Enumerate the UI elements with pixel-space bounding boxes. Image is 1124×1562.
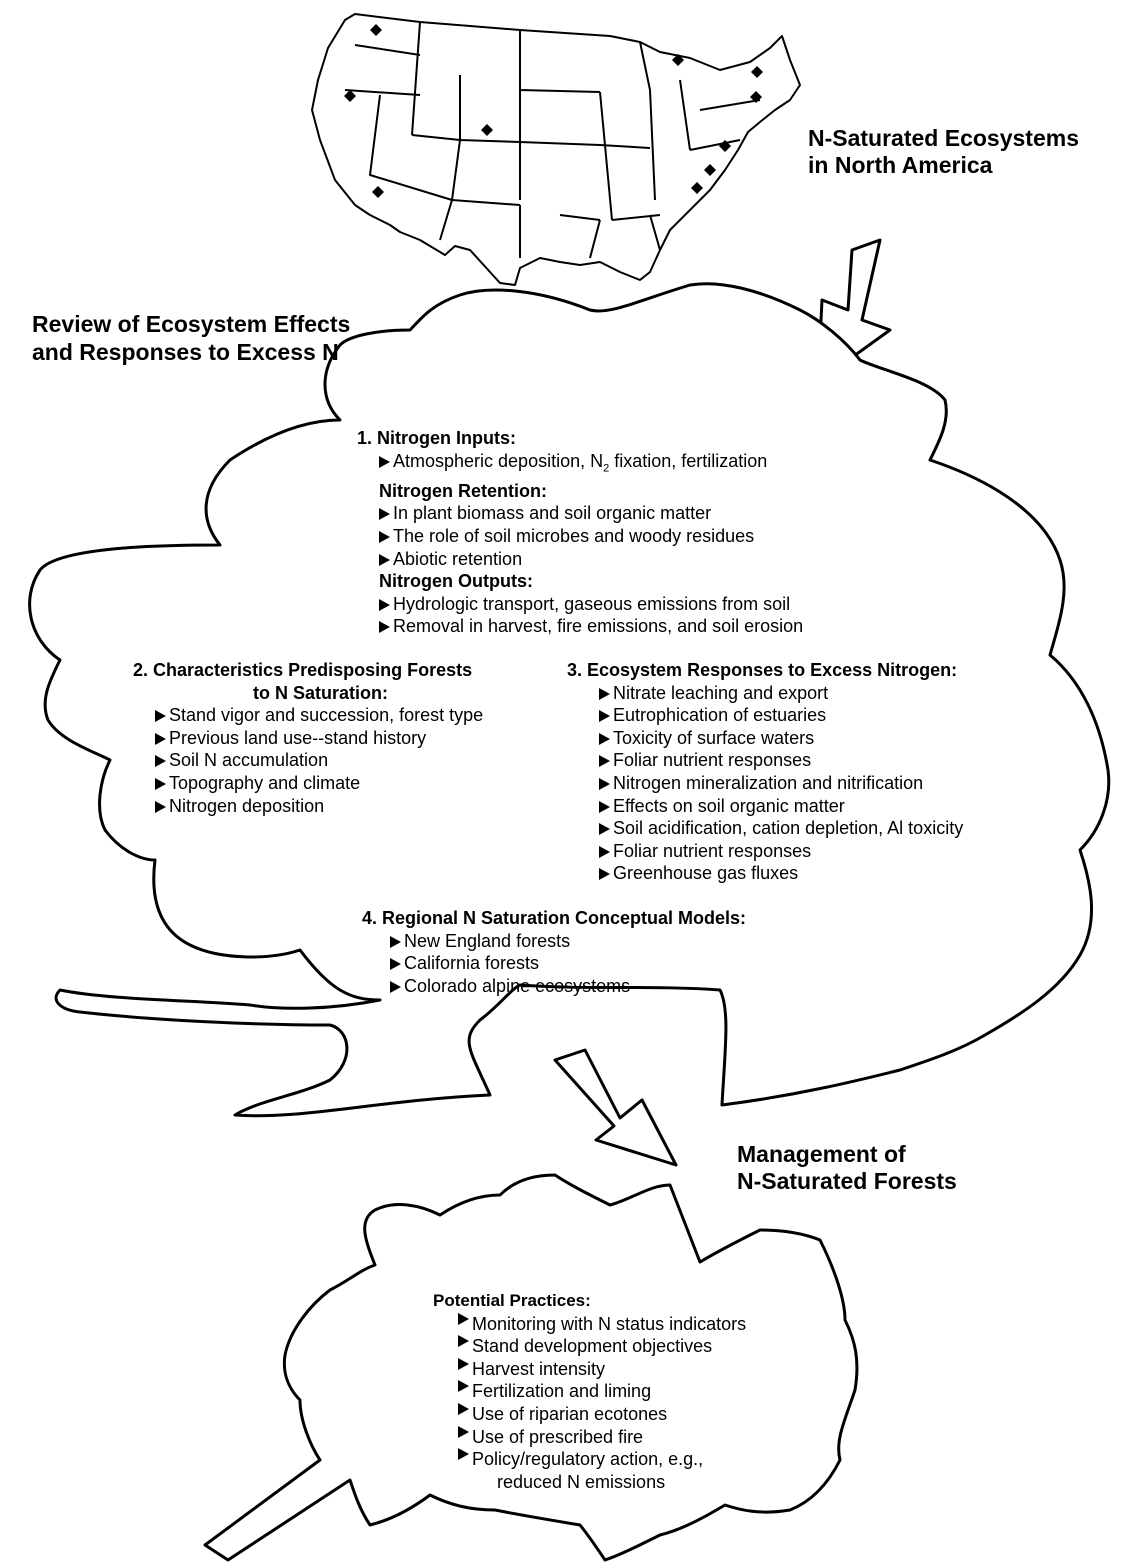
section4-item: Colorado alpine ecosystems [362, 975, 746, 998]
bullet-arrow-icon [379, 553, 390, 566]
section3-item: Eutrophication of estuaries [567, 704, 963, 727]
review-cloud-outline [28, 282, 1111, 1118]
section2-item: Nitrogen deposition [133, 795, 483, 818]
section3-item: Foliar nutrient responses [567, 840, 963, 863]
bullet-arrow-icon [599, 687, 610, 700]
practice-item-continuation: reduced N emissions [497, 1471, 666, 1492]
bullet-arrow-icon [458, 1357, 469, 1370]
bullet-arrow-icon [599, 710, 610, 723]
bullet-arrow-icon [379, 598, 390, 611]
practice-item: Use of prescribed fire [433, 1425, 746, 1449]
bullet-arrow-icon [458, 1380, 469, 1393]
section1-heading: 1. Nitrogen Inputs: [357, 428, 516, 448]
map-title-line1: N-Saturated Ecosystems [808, 125, 1079, 151]
bullet-arrow-icon [155, 777, 166, 790]
bullet-arrow-icon [379, 530, 390, 543]
section3-item: Soil acidification, cation depletion, Al… [567, 817, 963, 840]
section3-item: Nitrate leaching and export [567, 682, 963, 705]
retention-item: In plant biomass and soil organic matter [357, 502, 803, 525]
bullet-arrow-icon [599, 800, 610, 813]
section2-heading-line1: 2. Characteristics Predisposing Forests [133, 660, 473, 680]
bullet-arrow-icon [599, 755, 610, 768]
section2-heading-line2: to N Saturation: [253, 682, 388, 703]
bullet-arrow-icon [599, 823, 610, 836]
section4-item: California forests [362, 952, 746, 975]
section-regional-models: 4. Regional N Saturation Conceptual Mode… [362, 907, 746, 997]
bullet-arrow-icon [599, 732, 610, 745]
bullet-arrow-icon [458, 1335, 469, 1348]
practices-heading: Potential Practices: [433, 1291, 591, 1310]
management-practices: Potential Practices: Monitoring with N s… [433, 1290, 746, 1493]
map-title-line2: in North America [808, 152, 993, 178]
retention-item: Abiotic retention [357, 548, 803, 571]
outputs-item: Removal in harvest, fire emissions, and … [357, 615, 803, 638]
section3-item: Effects on soil organic matter [567, 795, 963, 818]
section-ecosystem-responses: 3. Ecosystem Responses to Excess Nitroge… [567, 659, 963, 885]
bullet-arrow-icon [390, 980, 401, 993]
section-predisposing-characteristics: 2. Characteristics Predisposing Forests … [133, 659, 483, 817]
bullet-arrow-icon [458, 1402, 469, 1415]
bullet-arrow-icon [599, 777, 610, 790]
outputs-heading: Nitrogen Outputs: [379, 571, 533, 592]
bullet-arrow-icon [379, 455, 390, 468]
retention-item: The role of soil microbes and woody resi… [357, 525, 803, 548]
section2-item: Stand vigor and succession, forest type [133, 704, 483, 727]
outputs-item: Hydrologic transport, gaseous emissions … [357, 593, 803, 616]
bullet-arrow-icon [155, 755, 166, 768]
bullet-arrow-icon [458, 1425, 469, 1438]
bullet-arrow-icon [458, 1448, 469, 1461]
section3-item: Foliar nutrient responses [567, 749, 963, 772]
bullet-arrow-icon [155, 732, 166, 745]
review-title-line1: Review of Ecosystem Effects [32, 311, 351, 337]
bullet-arrow-icon [458, 1312, 469, 1325]
section2-item: Previous land use--stand history [133, 727, 483, 750]
review-title-line2: and Responses to Excess N [32, 339, 339, 365]
section-nitrogen-budget: 1. Nitrogen Inputs: Atmospheric depositi… [357, 427, 803, 638]
bullet-arrow-icon [599, 845, 610, 858]
practice-item: Stand development objectives [433, 1335, 746, 1358]
practice-item: Use of riparian ecotones [433, 1402, 746, 1426]
bullet-arrow-icon [155, 710, 166, 723]
section4-heading: 4. Regional N Saturation Conceptual Mode… [362, 908, 747, 928]
inputs-item: Atmospheric deposition, N2 fixation, fer… [357, 450, 803, 480]
section3-item: Toxicity of surface waters [567, 727, 963, 750]
section2-item: Soil N accumulation [133, 749, 483, 772]
retention-heading: Nitrogen Retention: [379, 480, 547, 501]
bullet-arrow-icon [379, 621, 390, 634]
section3-item: Nitrogen mineralization and nitrificatio… [567, 772, 963, 795]
practice-item: Harvest intensity [433, 1357, 746, 1381]
section2-item: Topography and climate [133, 772, 483, 795]
section3-item: Greenhouse gas fluxes [567, 862, 963, 885]
management-leaf-outline [203, 1173, 859, 1562]
section4-item: New England forests [362, 930, 746, 953]
management-title-line1: Management of [737, 1141, 906, 1167]
arrow-review-to-management [553, 1048, 678, 1167]
us-map [311, 13, 801, 286]
saturated-site-markers [344, 24, 763, 198]
management-title-line2: N-Saturated Forests [737, 1168, 957, 1194]
bullet-arrow-icon [390, 958, 401, 971]
section3-heading: 3. Ecosystem Responses to Excess Nitroge… [567, 660, 958, 680]
bullet-arrow-icon [155, 800, 166, 813]
bullet-arrow-icon [390, 935, 401, 948]
bullet-arrow-icon [599, 868, 610, 881]
practice-item: Monitoring with N status indicators [433, 1312, 746, 1336]
bullet-arrow-icon [379, 508, 390, 521]
practice-item: Policy/regulatory action, e.g., [433, 1448, 746, 1471]
practice-item: Fertilization and liming [433, 1380, 746, 1403]
